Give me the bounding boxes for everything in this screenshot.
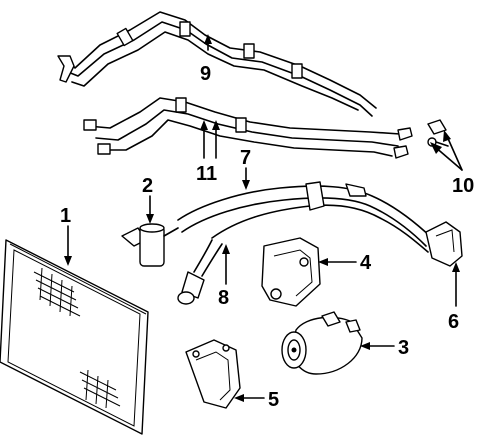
callout-11: 11 bbox=[196, 163, 217, 185]
part-2-receiver-drier bbox=[121, 223, 179, 267]
condenser-fin-pattern-upper bbox=[33, 267, 81, 317]
callout-8: 8 bbox=[218, 287, 229, 309]
callout-6: 6 bbox=[448, 311, 459, 333]
part-6-block-fitting bbox=[425, 221, 463, 267]
callout-1: 1 bbox=[60, 205, 71, 227]
part-10-fittings bbox=[427, 119, 449, 147]
part-4-bracket bbox=[261, 237, 321, 307]
callout-2: 2 bbox=[142, 175, 153, 197]
callout-leaders bbox=[64, 34, 463, 402]
part-9-line-assembly bbox=[57, 11, 377, 117]
part-11-line-assembly bbox=[83, 97, 413, 159]
callout-10: 10 bbox=[452, 175, 474, 197]
part-7-hose-assembly bbox=[177, 181, 433, 253]
part-3-compressor bbox=[281, 311, 363, 375]
callout-3: 3 bbox=[398, 337, 409, 359]
part-8-hose bbox=[177, 239, 223, 305]
callout-9: 9 bbox=[200, 63, 211, 85]
part-5-bracket bbox=[185, 339, 241, 409]
condenser-fin-pattern-lower bbox=[79, 369, 121, 409]
callout-7: 7 bbox=[240, 147, 251, 169]
part-1-condenser bbox=[0, 239, 149, 435]
callout-5: 5 bbox=[268, 389, 279, 411]
callout-4: 4 bbox=[360, 252, 372, 274]
